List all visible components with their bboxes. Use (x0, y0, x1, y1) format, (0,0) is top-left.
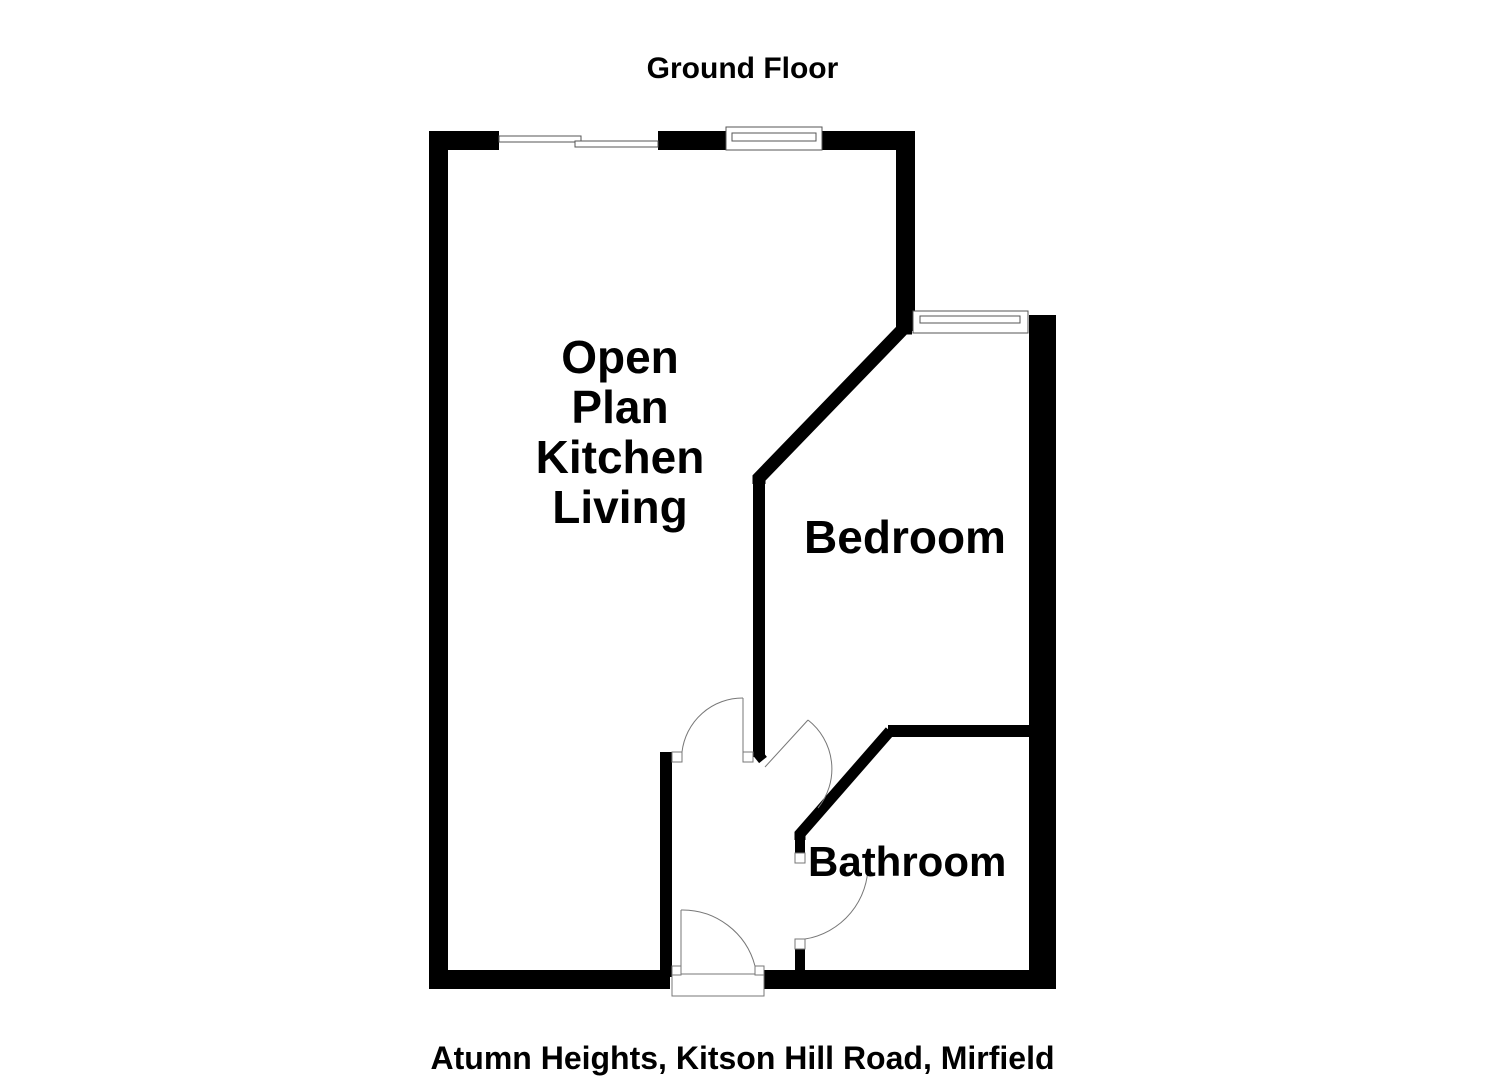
room-label-line: Living (552, 481, 688, 533)
room-label-line: Plan (571, 381, 669, 433)
door-swings (671, 697, 869, 997)
room-label-line: Kitchen (535, 431, 705, 483)
walls (429, 131, 1056, 989)
address-caption: Atumn Heights, Kitson Hill Road, Mirfiel… (430, 1040, 1055, 1076)
room-label-open-plan: Open Plan Kitchen Living (510, 332, 730, 532)
floor-title: Ground Floor (646, 52, 839, 85)
room-label-bedroom: Bedroom (804, 511, 1006, 563)
room-label-line: Open (561, 331, 679, 383)
sliding-door (498, 135, 659, 148)
room-label-bathroom: Bathroom (808, 838, 1007, 885)
diagonal-walls (751, 321, 912, 840)
window-top (725, 126, 823, 151)
window-bedroom (912, 310, 1029, 334)
